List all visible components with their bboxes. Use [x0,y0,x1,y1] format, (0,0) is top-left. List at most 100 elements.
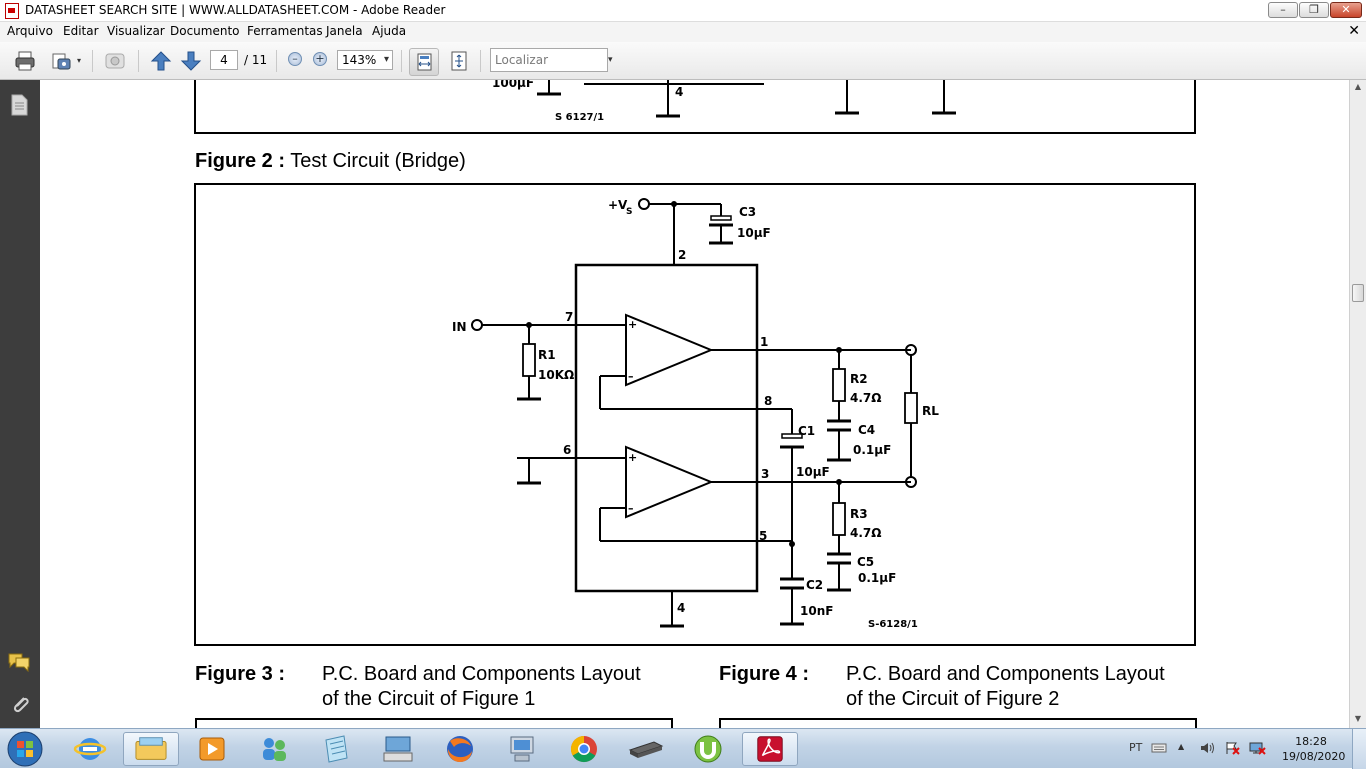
chrome-icon[interactable] [562,732,606,766]
pin3-label: 3 [761,467,769,481]
attachments-icon[interactable] [10,692,30,716]
adobe-reader-icon[interactable] [742,732,798,766]
zoom-select[interactable]: 143% [337,50,393,70]
find-input[interactable]: Localizar [490,48,608,72]
firefox-icon[interactable] [438,732,482,766]
menu-editar[interactable]: Editar [63,24,99,38]
figure1-ref: S 6127/1 [555,112,604,123]
opamp2-plus: + [628,451,637,464]
comments-icon[interactable] [7,652,31,672]
vs-terminal [638,198,650,210]
scroll-down-icon[interactable]: ▼ [1354,714,1362,723]
menu-janela[interactable]: Janela [326,24,363,38]
c1-plate [781,433,803,439]
system-clock[interactable]: 18:28 19/08/2020 [1282,734,1345,764]
pin7-label: 7 [565,310,573,324]
r3-value: 4.7Ω [850,526,881,540]
scrollbar-thumb[interactable] [1352,284,1364,302]
page-number-input[interactable]: 4 [210,50,238,70]
toolbar-separator [401,50,402,72]
hand-icon[interactable] [104,50,126,72]
pin8-label: 8 [764,394,772,408]
r1-resistor [522,343,536,377]
action-center-icon[interactable] [1224,741,1240,755]
find-dropdown-icon[interactable]: ▾ [608,55,613,65]
restore-button[interactable]: ❐ [1299,2,1329,18]
notepad-icon[interactable] [314,732,358,766]
zoom-in-icon[interactable]: + [313,52,327,66]
minimize-icon: – [1280,3,1286,16]
internet-explorer-icon[interactable] [68,732,112,766]
zoom-out-icon[interactable]: – [288,52,302,66]
c3-label: C3 [739,205,756,219]
taskbar: PT ▲ 18:28 19/08/2020 [0,728,1366,769]
show-desktop-button[interactable] [1352,729,1366,769]
scan-dropdown-icon[interactable]: ▾ [77,56,82,65]
r3-resistor [832,502,846,536]
figure4-line2: of the Circuit of Figure 2 [846,688,1060,710]
tray-language[interactable]: PT [1129,741,1143,754]
navigation-panel [0,80,40,728]
page-total: / 11 [244,53,268,67]
opamp1-plus: + [628,318,637,331]
figure4-frame-top [719,718,1197,728]
fit-page-icon[interactable] [449,51,469,71]
fit-width-button[interactable] [409,48,439,76]
page-down-icon[interactable] [180,50,202,72]
network-users-icon[interactable] [252,732,296,766]
toolbar-separator [480,50,481,72]
restore-icon: ❐ [1309,3,1319,16]
menu-documento[interactable]: Documento [170,24,240,38]
file-explorer-icon[interactable] [123,732,179,766]
figure1-pin-label: 4 [675,85,683,99]
r2-value: 4.7Ω [850,391,881,405]
figure3-frame-top [195,718,673,728]
pin6-label: 6 [563,443,571,457]
minimize-button[interactable]: – [1268,2,1298,18]
menu-ferramentas[interactable]: Ferramentas [247,24,323,38]
title-bar: DATASHEET SEARCH SITE | WWW.ALLDATASHEET… [0,0,1366,22]
document-close-icon[interactable]: ✕ [1348,23,1360,39]
fit-width-icon [417,53,432,71]
computer-icon[interactable] [500,732,544,766]
menu-arquivo[interactable]: Arquivo [7,24,53,38]
toolbar: ▾ 4 / 11 – + 143% [0,42,1366,80]
document-view[interactable]: 100µF 4 S 6127/1 Figure 2 : Test Circuit… [40,80,1349,728]
close-button[interactable]: ✕ [1330,2,1362,18]
network-icon[interactable] [1248,741,1266,755]
scanner-icon[interactable] [624,732,668,766]
figure2-heading: Figure 2 : Test Circuit (Bridge) [195,150,466,173]
vs-label: +V [608,198,628,212]
page-up-icon[interactable] [150,50,172,72]
opamp-2 [625,445,714,519]
volume-icon[interactable] [1199,741,1215,755]
start-orb[interactable] [6,730,44,768]
figure1-diagram-fragment: 100µF 4 S 6127/1 [194,80,1196,134]
pages-panel-icon[interactable] [9,94,29,116]
input-terminal [471,319,483,331]
utorrent-icon[interactable] [686,732,730,766]
c1-label: C1 [798,424,815,438]
media-player-icon[interactable] [190,732,234,766]
figure2-label: Figure 2 : [195,150,286,172]
figure4-line1: P.C. Board and Components Layout [846,663,1165,685]
c2-value: 10nF [800,604,833,618]
toolbar-separator [276,50,277,72]
vs-subscript: S [626,207,632,217]
vertical-scrollbar[interactable]: ▲ ▼ [1349,80,1366,728]
keyboard-app-icon[interactable] [376,732,420,766]
toolbar-separator [138,50,139,72]
r2-resistor [832,368,846,402]
clock-time: 18:28 [1295,735,1327,748]
print-icon[interactable] [14,50,36,72]
menu-visualizar[interactable]: Visualizar [107,24,165,38]
figure3-line1: P.C. Board and Components Layout [322,663,641,685]
scan-icon[interactable] [50,50,72,72]
window-title: DATASHEET SEARCH SITE | WWW.ALLDATASHEET… [25,3,446,17]
r3-label: R3 [850,507,868,521]
keyboard-layout-icon[interactable] [1151,742,1167,754]
show-hidden-icons[interactable]: ▲ [1178,742,1185,751]
menu-ajuda[interactable]: Ajuda [372,24,407,38]
opamp2-minus: – [628,502,634,515]
scroll-up-icon[interactable]: ▲ [1354,82,1362,91]
